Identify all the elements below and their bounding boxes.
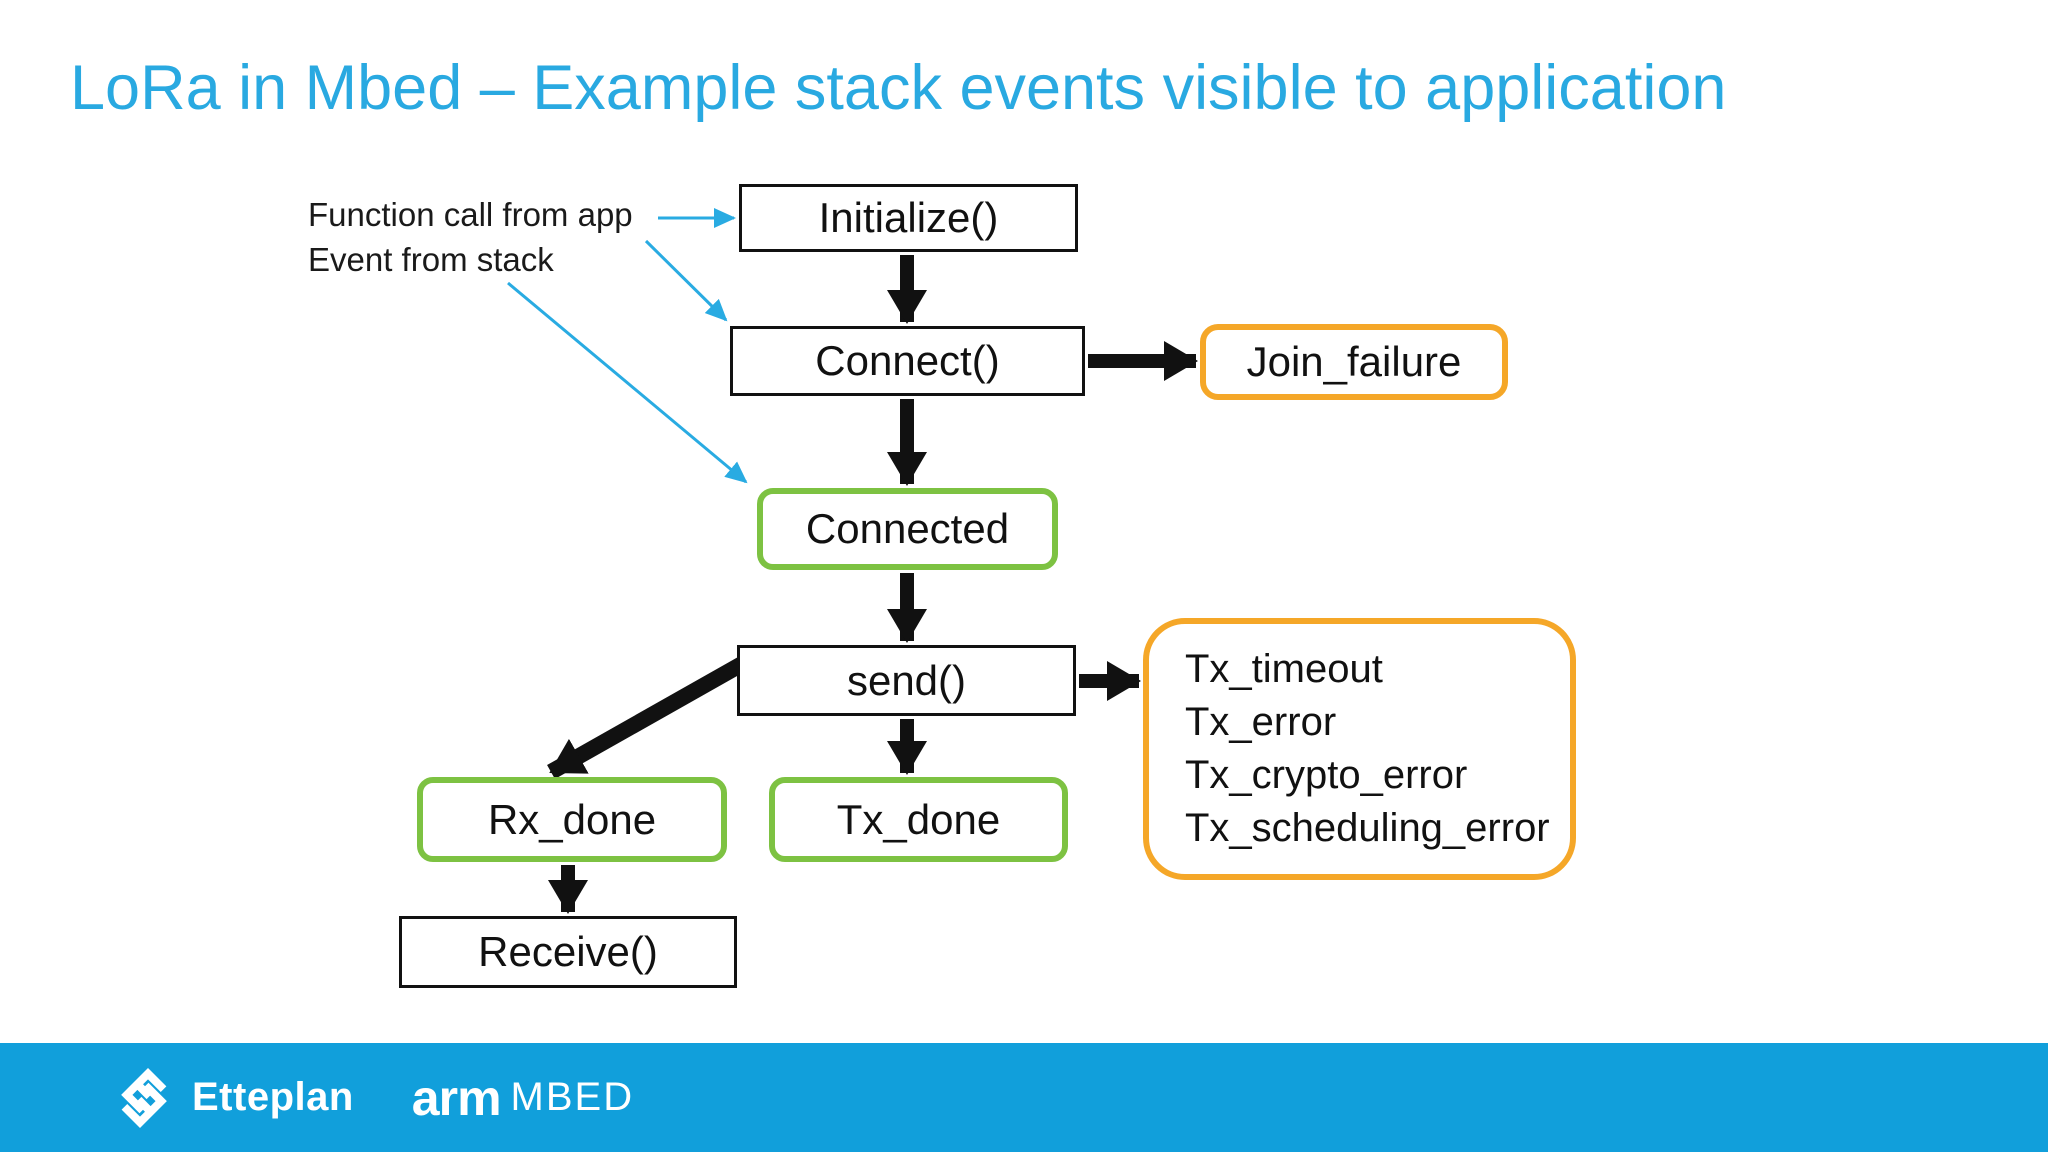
node-join-failure-label: Join_failure bbox=[1246, 338, 1462, 385]
node-tx-done: Tx_done bbox=[769, 777, 1068, 862]
legend-arrow-to-connected bbox=[507, 281, 748, 484]
node-tx-errors: Tx_timeout Tx_error Tx_crypto_error Tx_s… bbox=[1143, 618, 1576, 880]
node-tx-done-label: Tx_done bbox=[836, 795, 1001, 843]
legend-event-label: Event from stack bbox=[308, 241, 554, 278]
node-rx-done-label: Rx_done bbox=[487, 795, 657, 843]
node-connected: Connected bbox=[757, 488, 1058, 570]
arm-logo: arm bbox=[411, 1069, 502, 1126]
footer-bar: Etteplan arm MBED bbox=[0, 1043, 2048, 1152]
slide-title: LoRa in Mbed – Example stack events visi… bbox=[70, 53, 1727, 123]
tx-error-item: Tx_crypto_error bbox=[1185, 753, 1468, 797]
node-initialize-label: Initialize() bbox=[818, 194, 999, 241]
node-join-failure: Join_failure bbox=[1200, 324, 1508, 400]
node-receive-label: Receive() bbox=[478, 928, 658, 975]
node-connect: Connect() bbox=[730, 326, 1085, 396]
legend: Function call from app Event from stack bbox=[308, 192, 633, 282]
node-send: send() bbox=[737, 645, 1076, 716]
node-connected-label: Connected bbox=[805, 505, 1010, 552]
legend-function-call-label: Function call from app bbox=[308, 196, 633, 233]
node-connect-label: Connect() bbox=[815, 337, 1000, 384]
tx-error-item: Tx_timeout bbox=[1185, 647, 1383, 691]
node-initialize: Initialize() bbox=[739, 184, 1078, 252]
node-send-label: send() bbox=[846, 656, 967, 704]
mbed-logo: MBED bbox=[510, 1075, 635, 1119]
arrow-send-to-rx-done bbox=[547, 657, 746, 779]
etteplan-logo-icon bbox=[121, 1067, 167, 1128]
tx-error-item: Tx_scheduling_error bbox=[1185, 806, 1550, 850]
node-receive: Receive() bbox=[399, 916, 737, 988]
etteplan-wordmark: Etteplan bbox=[192, 1075, 354, 1119]
node-rx-done: Rx_done bbox=[417, 777, 727, 862]
tx-error-item: Tx_error bbox=[1185, 700, 1337, 744]
legend-arrow-to-connect bbox=[644, 239, 728, 322]
